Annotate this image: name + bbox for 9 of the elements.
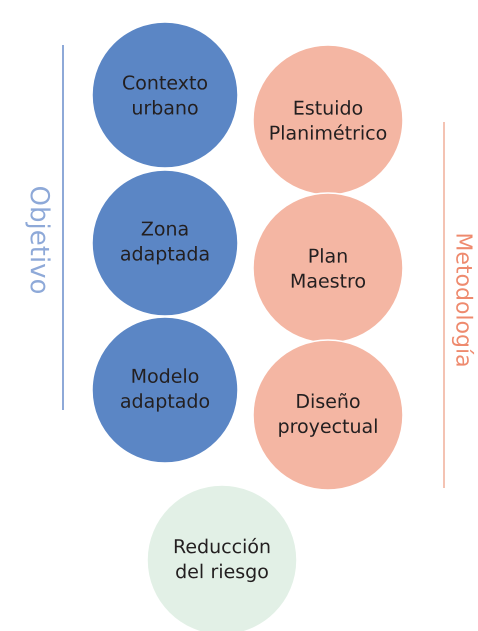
axis-label: Objetivo	[25, 187, 51, 294]
circle-node: Estuido Planimétrico	[252, 44, 404, 196]
axis-label: Metodología	[452, 234, 474, 366]
circle-node: Contexto urbano	[91, 21, 239, 169]
circle-node: Modelo adaptado	[91, 316, 239, 464]
circle-node: Zona adaptada	[91, 169, 239, 317]
circle-node: Plan Maestro	[252, 192, 404, 344]
circle-node: Diseño proyectual	[252, 339, 404, 491]
circle-node: Reducción del riesgo	[146, 484, 298, 631]
